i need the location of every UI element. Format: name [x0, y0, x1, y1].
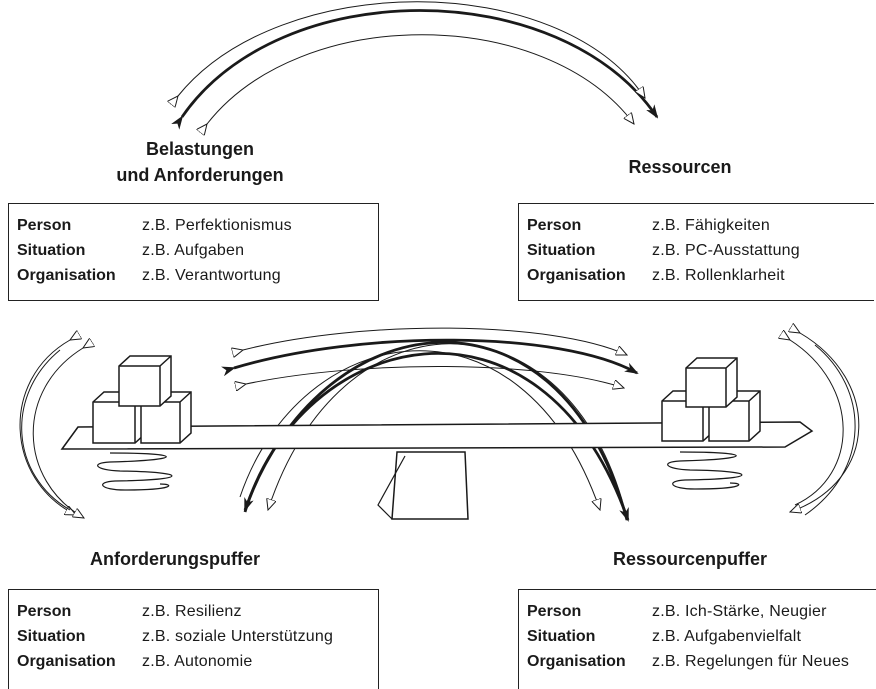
row-label: Situation	[527, 241, 596, 259]
left-cubes	[92, 355, 192, 444]
row-example: z.B. Rollenklarheit	[652, 266, 785, 284]
seesaw	[60, 421, 814, 520]
row-organisation: Organisation z.B. Regelungen für Neues	[527, 649, 876, 674]
row-situation: Situation z.B. PC-Ausstattung	[527, 238, 874, 263]
heading-belastungen-line2: und Anforderungen	[116, 165, 284, 185]
box-ressourcenpuffer: Person z.B. Ich-Stärke, Neugier Situation…	[518, 589, 876, 689]
row-organisation: Organisation z.B. Verantwortung	[17, 263, 378, 288]
row-label: Person	[17, 216, 72, 234]
row-example: z.B. Regelungen für Neues	[652, 652, 850, 670]
row-label: Situation	[17, 627, 86, 645]
box-ressourcen: Person z.B. Fähigkeiten Situation z.B. PC-…	[518, 203, 874, 301]
row-person: Person z.B. Resilienz	[17, 599, 378, 624]
row-example: z.B. Ich-Stärke, Neugier	[652, 602, 827, 620]
row-label: Situation	[527, 627, 596, 645]
heading-anforderungspuffer: Anforderungspuffer	[90, 549, 260, 569]
row-situation: Situation z.B. soziale Unterstützung	[17, 624, 378, 649]
row-example: z.B. Resilienz	[142, 602, 242, 620]
row-label: Organisation	[527, 652, 626, 670]
row-example: z.B. Aufgabenvielfalt	[652, 627, 802, 645]
box-anforderungspuffer: Person z.B. Resilienz Situation z.B. sozia…	[8, 589, 379, 689]
right-spring	[667, 451, 743, 490]
row-situation: Situation z.B. Aufgaben	[17, 238, 378, 263]
row-example: z.B. Fähigkeiten	[652, 216, 770, 234]
right-cubes	[661, 357, 761, 442]
top-arrows	[171, 1, 659, 130]
row-label: Organisation	[17, 652, 116, 670]
row-example: z.B. Aufgaben	[142, 241, 245, 259]
left-spring	[97, 452, 173, 491]
box-belastungen: Person z.B. Perfektionismus Situation z.B.…	[8, 203, 379, 301]
center-arrow-a-open2	[246, 366, 624, 388]
row-label: Person	[17, 602, 72, 620]
heading-belastungen-line1: Belastungen	[145, 139, 255, 159]
top-arrow-open-outer	[178, 1, 645, 98]
row-example: z.B. Verantwortung	[142, 266, 281, 284]
row-person: Person z.B. Perfektionismus	[17, 213, 378, 238]
row-label: Person	[527, 602, 582, 620]
row-organisation: Organisation z.B. Rollenklarheit	[527, 263, 874, 288]
row-label: Person	[527, 216, 582, 234]
row-person: Person z.B. Ich-Stärke, Neugier	[527, 599, 876, 624]
seesaw-base	[391, 451, 469, 520]
left-arrows	[19, 340, 84, 518]
top-arrow-solid	[171, 9, 659, 130]
top-arrow-open-inner	[207, 34, 634, 124]
row-example: z.B. PC-Ausstattung	[652, 241, 800, 259]
heading-belastungen: Belastungen und Anforderungen	[90, 136, 310, 188]
row-example: z.B. Perfektionismus	[142, 216, 292, 234]
row-example: z.B. Autonomie	[142, 652, 253, 670]
row-label: Situation	[17, 241, 86, 259]
heading-ressourcen: Ressourcen	[628, 157, 732, 177]
row-situation: Situation z.B. Aufgabenvielfalt	[527, 624, 876, 649]
row-label: Organisation	[17, 266, 116, 284]
row-label: Organisation	[527, 266, 626, 284]
row-example: z.B. soziale Unterstützung	[142, 627, 334, 645]
right-arrows	[790, 333, 860, 516]
row-person: Person z.B. Fähigkeiten	[527, 213, 874, 238]
heading-ressourcenpuffer: Ressourcenpuffer	[612, 549, 768, 569]
center-arrow-a-open1	[243, 327, 627, 355]
row-organisation: Organisation z.B. Autonomie	[17, 649, 378, 674]
